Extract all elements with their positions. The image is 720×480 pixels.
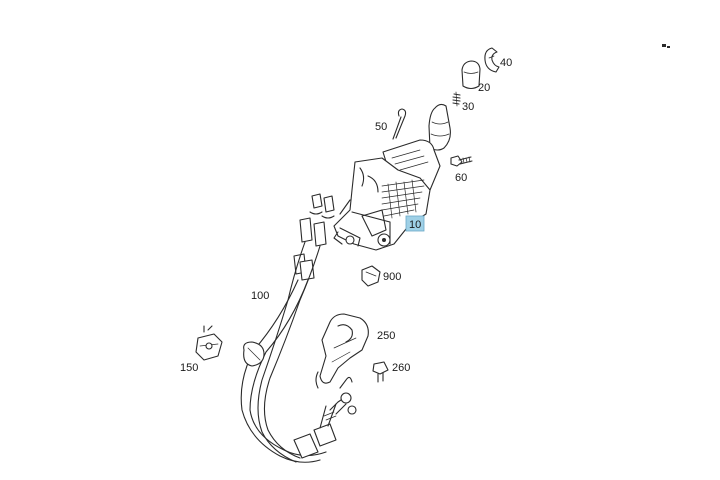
part-250-bracket	[315, 313, 369, 389]
callout-30: 30	[462, 101, 474, 113]
part-100-cable-pair	[240, 193, 335, 463]
callout-100: 100	[251, 290, 269, 302]
callout-10-highlight	[405, 215, 425, 232]
part-60-bolt	[450, 155, 473, 167]
callout-260: 260	[392, 362, 410, 374]
part-50-pin	[392, 108, 407, 140]
callout-900: 900	[383, 271, 401, 283]
part-30-spring	[452, 91, 461, 107]
callout-10: 10	[409, 219, 421, 231]
part-40-clip	[484, 47, 500, 73]
part-20-knob-cap	[461, 60, 481, 90]
callout-40: 40	[500, 57, 512, 69]
callout-60: 60	[455, 172, 467, 184]
part-150-grommet	[195, 325, 223, 361]
callout-50: 50	[375, 121, 387, 133]
cable-lower-end	[293, 376, 357, 459]
callout-150: 150	[180, 362, 198, 374]
part-900-clip	[361, 265, 381, 287]
part-260-bolt	[372, 361, 389, 383]
corner-mark	[662, 44, 670, 48]
callout-250: 250	[377, 330, 395, 342]
callout-20: 20	[478, 82, 490, 94]
part-10-shifter-assembly	[333, 103, 451, 251]
